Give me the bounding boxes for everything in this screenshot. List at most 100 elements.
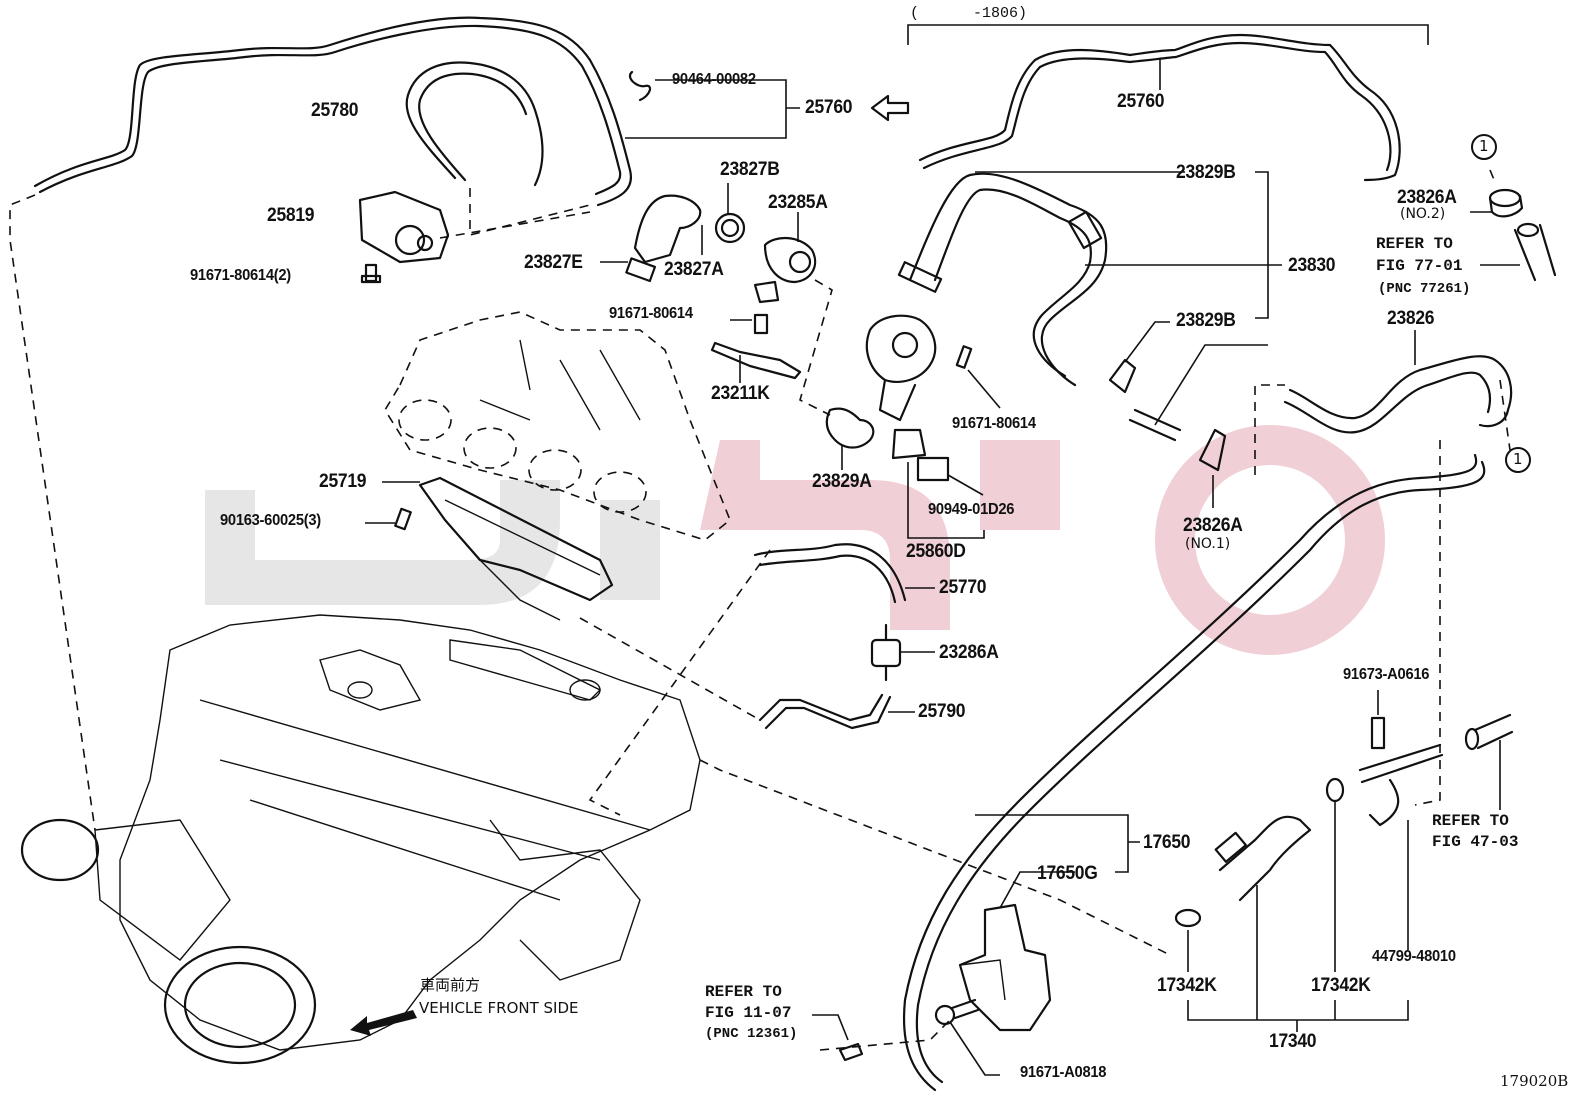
label-25819: 25819 [267,205,315,226]
hose-long-17340[interactable] [903,453,1486,1092]
pipe-ref-47-03[interactable] [1464,713,1514,751]
label-17650G: 17650G [1037,863,1098,884]
vsv-25819[interactable] [358,190,450,264]
leader-17650-bracket [975,814,1140,909]
figure-id: 179020B [1500,1072,1569,1090]
label-23286A: 23286A [939,642,999,663]
callout-circle-top [1471,134,1497,160]
clamp-23827B[interactable] [714,212,746,244]
leader-17340-bracket [1187,800,1409,1032]
label-17650: 17650 [1143,832,1191,853]
clip-90464-00082[interactable] [628,70,652,102]
bolt-91671-A0818[interactable] [934,998,980,1026]
bolt-91673-A0616[interactable] [1370,716,1386,750]
watermark-red-glyph [700,440,950,630]
hose-assembly-23830[interactable] [897,172,1108,387]
bolt-90163-60025[interactable] [394,507,412,531]
gasket-23211K[interactable] [710,341,802,380]
callout-1-right: 1 [1513,450,1523,468]
label-23829B-top: 23829B [1176,162,1236,183]
label-25760-left: 25760 [805,97,853,118]
label-23826: 23826 [1387,308,1435,329]
label-17342K-left: 17342K [1157,975,1217,996]
label-90464-00082: 90464-00082 [672,71,756,88]
label-23826A-no1-sub: (NO.1) [1185,536,1231,552]
joint-23827E[interactable] [625,257,657,283]
label-23829B-mid: 23829B [1176,310,1236,331]
connection-dashlines [9,169,1511,1051]
label-91671-80614-a: 91671-80614 [609,305,693,322]
variant-date-note: ( -1806) [910,5,1028,22]
label-17340: 17340 [1269,1031,1317,1052]
variant-bracket [907,24,1429,45]
leader-23830-bracket [975,171,1282,426]
label-25780: 25780 [311,100,359,121]
callout-1-top: 1 [1479,137,1489,155]
clamp-17342K-left[interactable] [1174,908,1202,928]
label-23829A: 23829A [812,471,872,492]
hose-17340[interactable] [1214,815,1312,902]
bolt-91671-80614-b[interactable] [955,345,973,369]
label-23211K: 23211K [711,383,770,404]
ref-11-07-line2: FIG 11-07 [705,1004,792,1022]
elbow-23827A[interactable] [633,194,702,264]
ref-47-03-line1: REFER TO [1432,812,1509,830]
leader-25860D [907,462,985,539]
label-90163-60025-3: 90163-60025(3) [220,512,321,529]
label-23826A-no1: 23826A [1183,515,1243,536]
watermark-red-bar [980,440,1060,530]
direction-note-jp: 車両前方 [420,976,481,994]
ref-11-07-line3: (PNC 12361) [705,1026,798,1042]
pipe-ref-77-01[interactable] [1513,222,1557,282]
valve-25860D[interactable] [865,314,937,460]
callout-circle-right [1505,447,1531,473]
watermark-gray-glyph [205,480,560,605]
pipe-ref-11-07[interactable] [838,1042,864,1062]
elbow-23829A[interactable] [825,407,875,449]
engine-block [20,614,701,1065]
label-44799-48010: 44799-48010 [1372,948,1456,965]
hose-25790[interactable] [758,693,892,730]
pipe-connector[interactable] [1128,408,1182,442]
label-91671-80614-b: 91671-80614 [952,415,1036,432]
leader-ref-11-07 [812,1014,849,1041]
ref-11-07-line1: REFER TO [705,983,782,1001]
bolt-91671-80614-2[interactable] [360,263,382,284]
label-25760-right: 25760 [1117,91,1165,112]
label-91673-A0616: 91673-A0616 [1343,666,1430,683]
clamp-17342K-right[interactable] [1325,777,1345,803]
hose-25760-right[interactable] [918,33,1401,182]
vehicle-front-arrow-icon [350,1010,417,1036]
bolt-91671-80614-a[interactable] [753,313,769,335]
label-23285A: 23285A [768,192,828,213]
leader-90949 [947,474,984,496]
label-25770: 25770 [939,577,987,598]
valve-23285A[interactable] [753,237,817,304]
leader-23829B-mid [1124,321,1170,363]
insulator-25719[interactable] [418,476,614,621]
filter-23286A[interactable] [870,623,902,682]
bracket-44799-48010[interactable] [1358,743,1444,827]
ref-77-01-line3: (PNC 77261) [1378,281,1471,297]
label-91671-A0818: 91671-A0818 [1020,1064,1107,1081]
vsv-17650G[interactable] [958,903,1052,1032]
hose-25760-left[interactable] [33,16,633,207]
ref-77-01-line2: FIG 77-01 [1376,257,1463,275]
connector-90949-01D26[interactable] [916,456,950,482]
hose-25770[interactable] [753,543,907,604]
label-23830: 23830 [1288,255,1336,276]
hose-23826[interactable] [1283,355,1513,434]
direction-note-en: VEHICLE FRONT SIDE [419,999,579,1017]
hose-25780[interactable] [405,61,544,187]
clamp-23826A-no2[interactable] [1488,188,1524,218]
label-23826A-no2-sub: (NO.2) [1400,206,1446,222]
clip-23829B[interactable] [1108,358,1137,394]
label-90949-01D26: 90949-01D26 [928,501,1015,518]
label-25719: 25719 [319,471,367,492]
label-23827A: 23827A [664,259,724,280]
dashline-23285A [799,279,833,416]
clamp-23826A-no1[interactable] [1198,428,1227,472]
intake-manifold [384,311,731,541]
leader-91671-80614-b [967,369,1001,409]
ref-77-01-line1: REFER TO [1376,235,1453,253]
